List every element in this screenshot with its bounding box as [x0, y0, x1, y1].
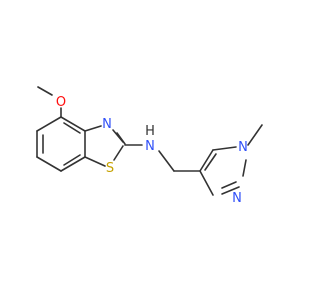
pyrazole-n1-label: N — [238, 140, 248, 155]
thiazole-nitrogen-label: N — [102, 117, 112, 132]
structure-svg: O N S N H N N — [36, 86, 263, 206]
amine-linker — [124, 144, 201, 172]
amine-hydrogen-label: H — [145, 124, 155, 139]
oxygen-label: O — [56, 95, 66, 110]
amine-nitrogen-label: N — [145, 139, 155, 154]
pyrazole-n2-label: N — [232, 191, 242, 206]
benzene-ring — [36, 116, 86, 172]
molecule-diagram: O N S N H N N — [36, 86, 263, 206]
methoxy-group — [37, 86, 62, 118]
thiazole-ring — [84, 125, 126, 167]
pyrazole-ring — [199, 124, 263, 196]
sulfur-label: S — [106, 161, 114, 176]
